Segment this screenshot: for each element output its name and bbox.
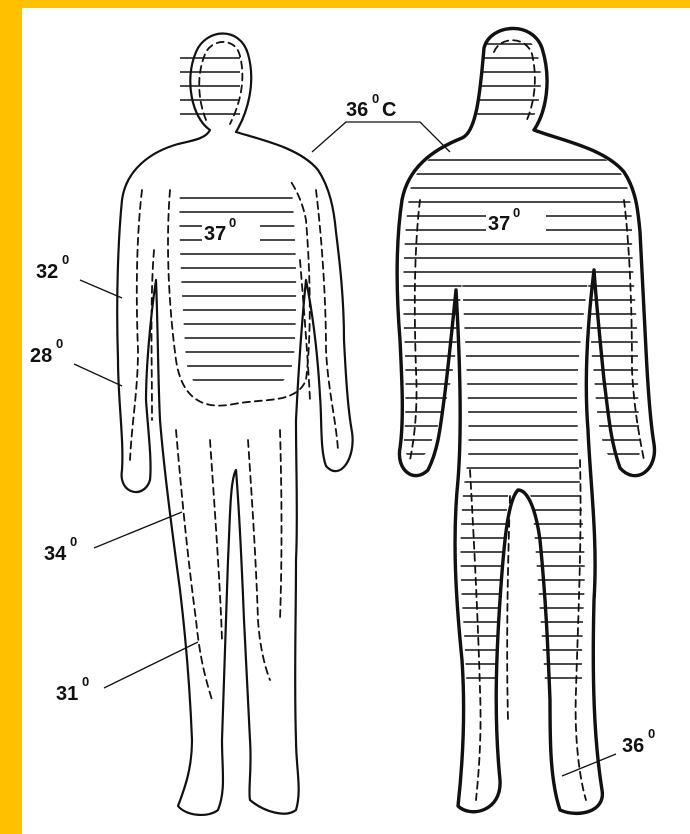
label-surface-shared-unit: C xyxy=(382,99,396,121)
left-torso-dash xyxy=(168,180,310,406)
leader-36 xyxy=(562,754,616,776)
label-arm-lower-deg: 0 xyxy=(56,336,63,351)
label-lower-leg: 31 xyxy=(56,683,78,705)
left-head-dash xyxy=(199,42,242,124)
left-leg-dash-1 xyxy=(176,430,212,700)
label-foot-right-deg: 0 xyxy=(648,726,655,741)
leader-36c xyxy=(312,122,450,152)
left-arm-dash-l2 xyxy=(152,250,155,420)
label-thigh-deg: 0 xyxy=(70,534,77,549)
leader-32 xyxy=(80,280,122,298)
left-figure xyxy=(117,34,352,815)
left-leg-dash-4 xyxy=(280,430,282,620)
label-thigh: 34 xyxy=(44,543,67,565)
label-arm-upper: 32 xyxy=(36,261,58,283)
label-lower-leg-deg: 0 xyxy=(82,674,89,689)
leader-34 xyxy=(94,512,182,548)
leader-31 xyxy=(104,642,198,688)
left-leg-dash-2 xyxy=(210,440,222,640)
right-figure xyxy=(380,28,660,813)
label-core-right-deg: 0 xyxy=(513,205,520,220)
left-body-outline xyxy=(117,34,352,815)
right-leg-dash-l xyxy=(470,470,481,800)
right-leg-dash-r xyxy=(576,460,586,800)
label-arm-lower: 28 xyxy=(30,345,52,367)
left-arm-dash-l xyxy=(130,190,142,460)
right-body-outline xyxy=(397,28,654,813)
label-core-left: 37 xyxy=(204,223,226,245)
label-surface-shared-deg: 0 xyxy=(372,91,379,106)
label-arm-upper-deg: 0 xyxy=(62,252,69,267)
label-core-right: 37 xyxy=(488,213,510,235)
label-foot-right: 36 xyxy=(622,735,644,757)
label-core-left-deg: 0 xyxy=(229,215,236,230)
leader-28 xyxy=(74,364,122,386)
left-leg-dash-3 xyxy=(248,440,270,680)
right-head-dash xyxy=(494,40,535,122)
right-torso-dash-l xyxy=(410,200,420,460)
right-body-hatching xyxy=(380,44,660,678)
label-surface-shared: 36 xyxy=(346,99,368,121)
